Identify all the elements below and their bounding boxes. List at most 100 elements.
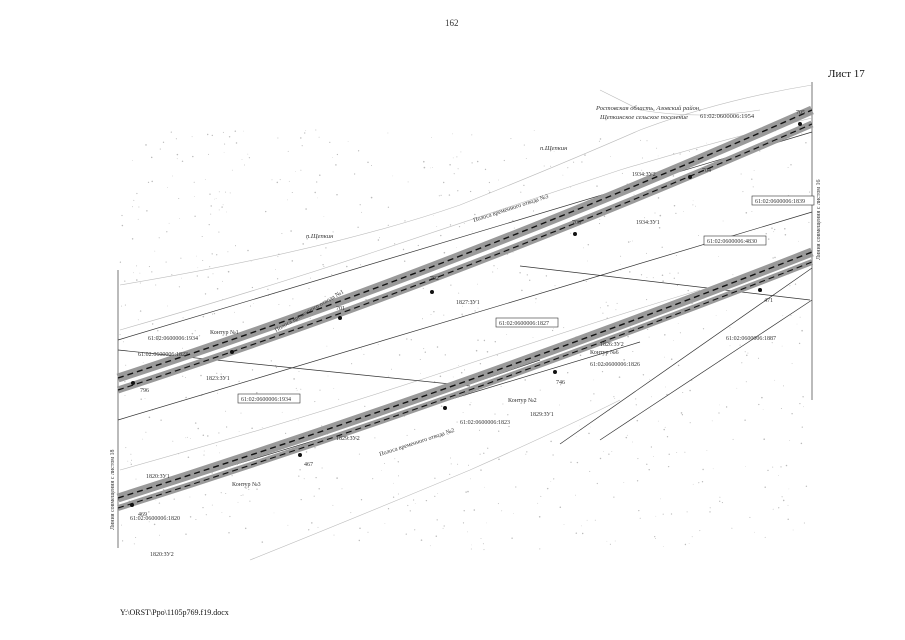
terrain-dot [618, 376, 621, 378]
terrain-dot [546, 148, 548, 150]
survey-point [130, 503, 134, 507]
terrain-dot [166, 231, 168, 233]
terrain-dot [247, 153, 249, 155]
terrain-dot [705, 142, 707, 144]
terrain-dot [140, 398, 142, 401]
terrain-dot [695, 205, 696, 207]
terrain-dot [229, 383, 231, 385]
terrain-dot [275, 366, 278, 369]
terrain-dot [300, 137, 302, 139]
terrain-dot [458, 365, 459, 366]
terrain-dot [247, 249, 249, 252]
terrain-dot [358, 539, 361, 542]
terrain-dot [172, 440, 174, 442]
terrain-dot [124, 280, 126, 282]
terrain-dot [679, 153, 681, 155]
terrain-dot [752, 186, 754, 188]
terrain-dot [502, 403, 504, 405]
terrain-dot [470, 478, 471, 480]
terrain-dot [402, 248, 405, 251]
terrain-dot [632, 240, 633, 242]
terrain-dot [251, 427, 253, 429]
terrain-dot [676, 451, 678, 453]
terrain-dot [303, 478, 305, 480]
terrain-dot [433, 311, 435, 313]
terrain-dot [559, 506, 562, 509]
terrain-dot [212, 313, 214, 315]
terrain-dot [198, 335, 201, 337]
terrain-dot [672, 175, 675, 177]
upper-corridor [116, 105, 814, 394]
terrain-dot [506, 334, 508, 335]
terrain-dot [377, 344, 379, 346]
terrain-dot [218, 231, 220, 233]
terrain-dot [732, 274, 734, 276]
terrain-dot [158, 534, 160, 536]
terrain-dot [573, 161, 575, 163]
terrain-dot [540, 291, 542, 292]
terrain-dot [654, 212, 656, 214]
terrain-dot [437, 493, 439, 494]
terrain-dot [211, 472, 213, 474]
terrain-dot [570, 461, 572, 463]
terrain-dot [460, 151, 462, 153]
terrain-dot [630, 241, 631, 242]
terrain-dot [278, 304, 280, 306]
terrain-dot [139, 310, 142, 312]
terrain-dot [765, 233, 767, 235]
terrain-dot [647, 328, 649, 330]
terrain-dot [405, 533, 407, 535]
terrain-dot [243, 130, 244, 132]
terrain-dot [540, 495, 542, 497]
terrain-dot [180, 257, 182, 259]
terrain-dot [419, 358, 421, 361]
terrain-dot [751, 178, 753, 180]
terrain-dot [759, 150, 761, 152]
terrain-dot [780, 407, 782, 410]
terrain-dot [471, 303, 473, 305]
terrain-dot [484, 168, 487, 171]
terrain-dot [136, 279, 138, 281]
terrain-dot [686, 511, 688, 513]
terrain-dot [276, 278, 279, 280]
terrain-dot [360, 264, 362, 266]
terrain-dot [273, 512, 275, 514]
terrain-dot [423, 348, 425, 350]
parcel-box [237, 393, 301, 404]
terrain-dot [323, 265, 325, 268]
terrain-dot [124, 395, 126, 397]
terrain-dot [417, 244, 419, 247]
terrain-dot [742, 191, 744, 193]
terrain-dot [767, 469, 769, 472]
terrain-dot [525, 453, 527, 455]
terrain-dot [551, 329, 554, 332]
terrain-dot [384, 463, 385, 464]
terrain-dot [406, 434, 408, 436]
terrain-dot [204, 179, 206, 180]
terrain-dot [550, 165, 552, 167]
terrain-dot [159, 148, 161, 150]
terrain-dot [803, 522, 805, 524]
terrain-dot [515, 486, 517, 488]
terrain-dot [135, 536, 137, 539]
terrain-dot [122, 341, 124, 343]
terrain-dot [640, 139, 642, 141]
terrain-dot [133, 543, 135, 545]
terrain-dot [613, 496, 615, 498]
terrain-dot [606, 540, 608, 542]
terrain-dot [319, 389, 321, 391]
terrain-dot [359, 204, 361, 206]
survey-point [798, 122, 802, 126]
terrain-dot [423, 160, 425, 163]
terrain-dot [338, 398, 340, 400]
terrain-dot [467, 531, 468, 533]
terrain-dot [482, 543, 484, 545]
terrain-dot [642, 374, 645, 376]
terrain-dot [553, 478, 555, 480]
terrain-dot [234, 130, 237, 132]
terrain-dot [655, 515, 657, 517]
terrain-dot [444, 354, 446, 356]
parcel-label: 61:02:0600006:1887 [726, 336, 776, 342]
terrain-dot [226, 211, 227, 213]
terrain-dot [744, 419, 746, 421]
